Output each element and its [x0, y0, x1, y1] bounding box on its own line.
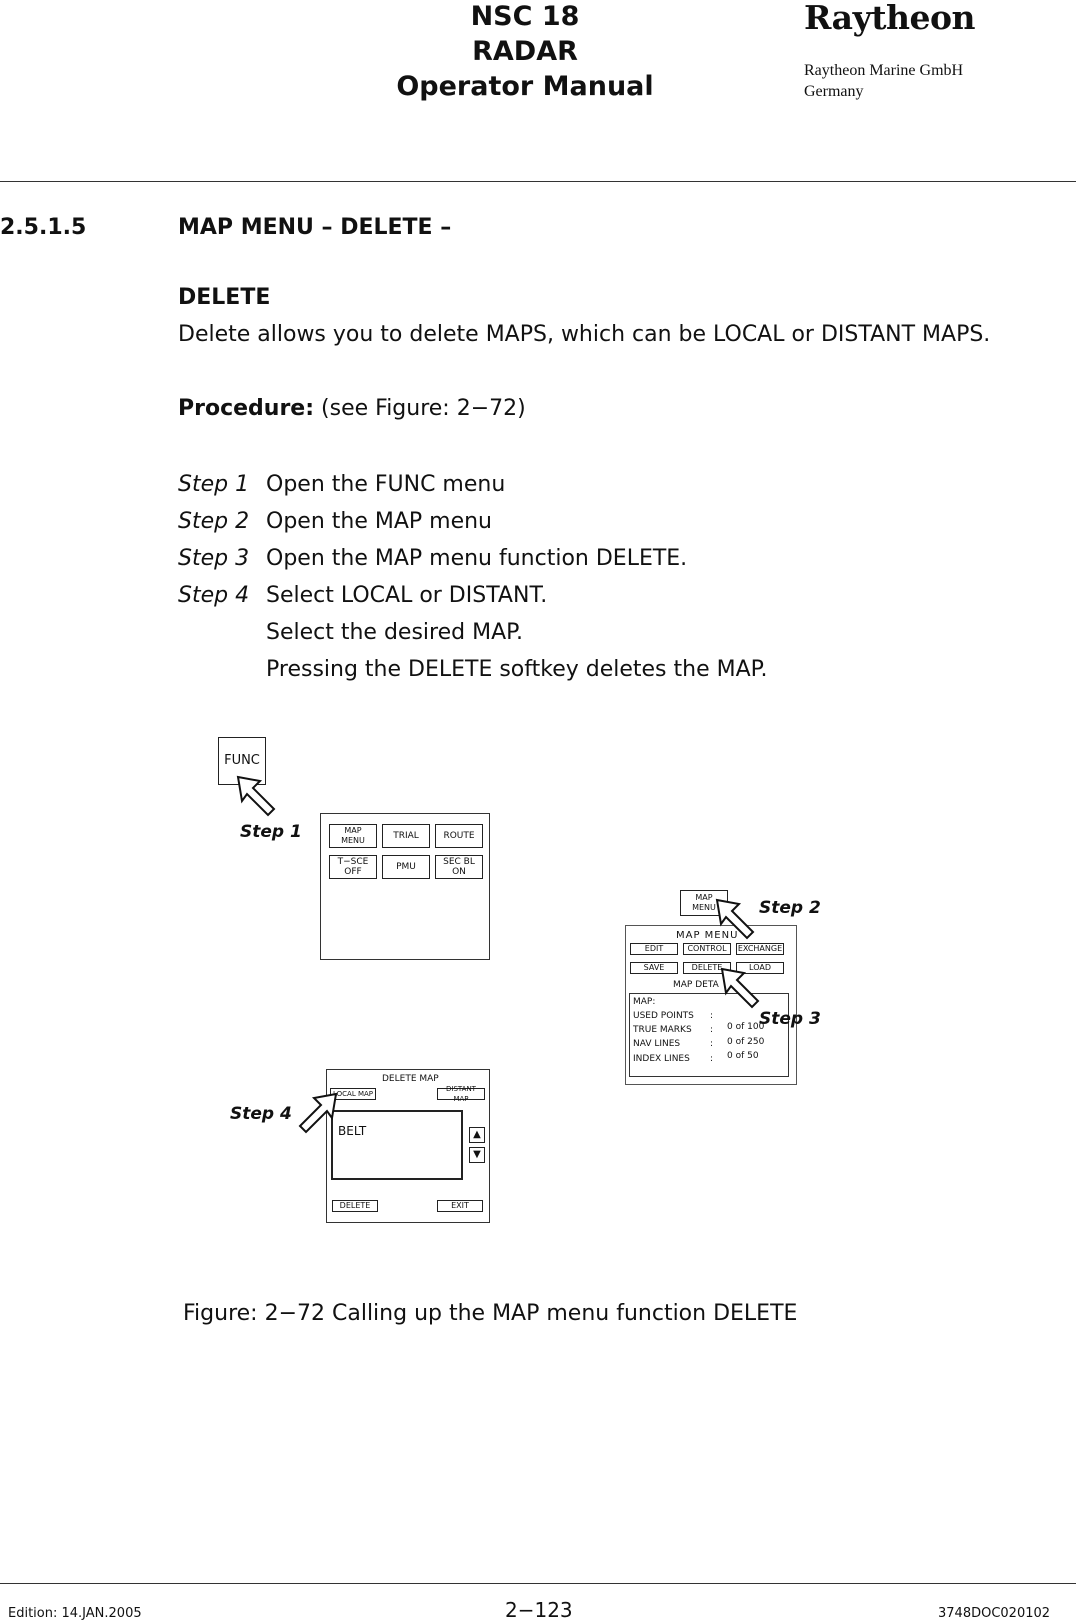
section-number: 2.5.1.5 [0, 215, 87, 240]
map-label: MAP: [633, 997, 656, 1007]
manual-title-line3: Operator Manual [396, 71, 654, 102]
pmu-softkey[interactable]: PMU [382, 855, 430, 879]
details-row-label: NAV LINES [633, 1039, 681, 1049]
edition-date: Edition: 14.JAN.2005 [8, 1606, 142, 1621]
cursor-arrow-icon [720, 967, 760, 1009]
cursor-arrow-icon [236, 775, 276, 817]
step-text: Open the MAP menu function DELETE. [266, 546, 688, 571]
edit-softkey[interactable]: EDIT [630, 943, 678, 955]
figure-step1-label: Step 1 [240, 822, 302, 842]
details-row-value: 0 of 250 [727, 1037, 765, 1047]
details-row-colon: : [710, 1011, 714, 1021]
manual-title-line1: NSC 18 [470, 1, 580, 32]
map-menu-softkey-line2: MENU [341, 836, 365, 845]
save-softkey[interactable]: SAVE [630, 962, 678, 974]
procedure-line: Procedure: (see Figure: 2−72) [178, 396, 526, 421]
scroll-down-icon[interactable]: ▼ [469, 1147, 485, 1163]
procedure-label: Procedure: [178, 396, 315, 421]
map-menu-key-line2: MENU [692, 903, 716, 912]
delete-map-panel: DELETE MAP LOCAL MAP DISTANT MAP BELT ▲ … [326, 1069, 490, 1223]
tsce-softkey-line1: T−SCE [337, 857, 369, 867]
map-menu-softkey-line1: MAP [344, 826, 362, 835]
scroll-up-icon[interactable]: ▲ [469, 1127, 485, 1143]
step-label: Step 2 [178, 509, 250, 534]
map-menu-key-line1: MAP [695, 893, 713, 902]
map-menu-panel: MAP MENU EDIT CONTROL EXCHANGE SAVE DELE… [625, 925, 797, 1085]
exchange-softkey[interactable]: EXCHANGE [736, 943, 784, 955]
step-label: Step 4 [178, 583, 250, 608]
map-menu-title: MAP MENU [676, 930, 739, 941]
figure-step2-label: Step 2 [759, 898, 821, 918]
subheading: DELETE [178, 285, 271, 310]
raytheon-logo: Raytheon [804, 0, 975, 37]
exit-softkey[interactable]: EXIT [437, 1200, 483, 1212]
delete-map-softkey[interactable]: DELETE [332, 1200, 378, 1212]
details-row-value: 0 of 50 [727, 1051, 759, 1061]
delete-map-title: DELETE MAP [382, 1074, 439, 1084]
document-number: 3748DOC020102 [938, 1606, 1051, 1621]
details-row-label: USED POINTS [633, 1011, 694, 1021]
cursor-arrow-icon [298, 1092, 338, 1134]
step-label: Step 1 [178, 472, 250, 497]
section-title: MAP MENU – DELETE – [178, 215, 452, 240]
header-rule [0, 181, 1076, 182]
procedure-ref: (see Figure: 2−72) [321, 396, 526, 421]
secbl-softkey-line2: ON [452, 867, 466, 877]
details-row-colon: : [710, 1039, 714, 1049]
step-text: Select LOCAL or DISTANT. [266, 583, 548, 608]
page-number: 2−123 [505, 1598, 573, 1622]
step-text: Open the MAP menu [266, 509, 492, 534]
tsce-softkey-line2: OFF [344, 867, 362, 877]
step-label: Step 3 [178, 546, 250, 571]
figure-step4-label: Step 4 [230, 1104, 292, 1124]
load-softkey[interactable]: LOAD [736, 962, 784, 974]
intro-paragraph: Delete allows you to delete MAPS, which … [178, 322, 991, 347]
details-row-label: INDEX LINES [633, 1054, 690, 1064]
trial-softkey[interactable]: TRIAL [382, 824, 430, 848]
step-text: Open the FUNC menu [266, 472, 506, 497]
secbl-softkey-line1: SEC BL [443, 857, 475, 867]
details-row-value: 0 of 100 [727, 1022, 765, 1032]
step-text: Pressing the DELETE softkey deletes the … [266, 657, 768, 682]
distant-map-softkey[interactable]: DISTANT MAP [437, 1085, 485, 1103]
control-softkey[interactable]: CONTROL [683, 943, 731, 955]
route-softkey[interactable]: ROUTE [435, 824, 483, 848]
map-details-title: MAP DETA [673, 980, 719, 990]
map-details-box: MAP: USED POINTS : TRUE MARKS : 0 of 100… [629, 993, 789, 1077]
step-text: Select the desired MAP. [266, 620, 523, 645]
cursor-arrow-icon [715, 898, 755, 940]
details-row-colon: : [710, 1054, 714, 1064]
figure-caption: Figure: 2−72 Calling up the MAP menu fun… [183, 1301, 798, 1326]
map-list-box[interactable]: BELT [331, 1110, 463, 1180]
manual-title-line2: RADAR [472, 36, 578, 67]
company-country: Germany [804, 83, 864, 100]
map-list-item[interactable]: BELT [338, 1124, 367, 1138]
figure-step3-label: Step 3 [759, 1009, 821, 1029]
details-row-label: TRUE MARKS [633, 1025, 692, 1035]
company-name: Raytheon Marine GmbH [804, 62, 964, 79]
delete-softkey[interactable]: DELETE [683, 962, 731, 974]
details-row-colon: : [710, 1025, 714, 1035]
footer-rule [0, 1583, 1076, 1584]
